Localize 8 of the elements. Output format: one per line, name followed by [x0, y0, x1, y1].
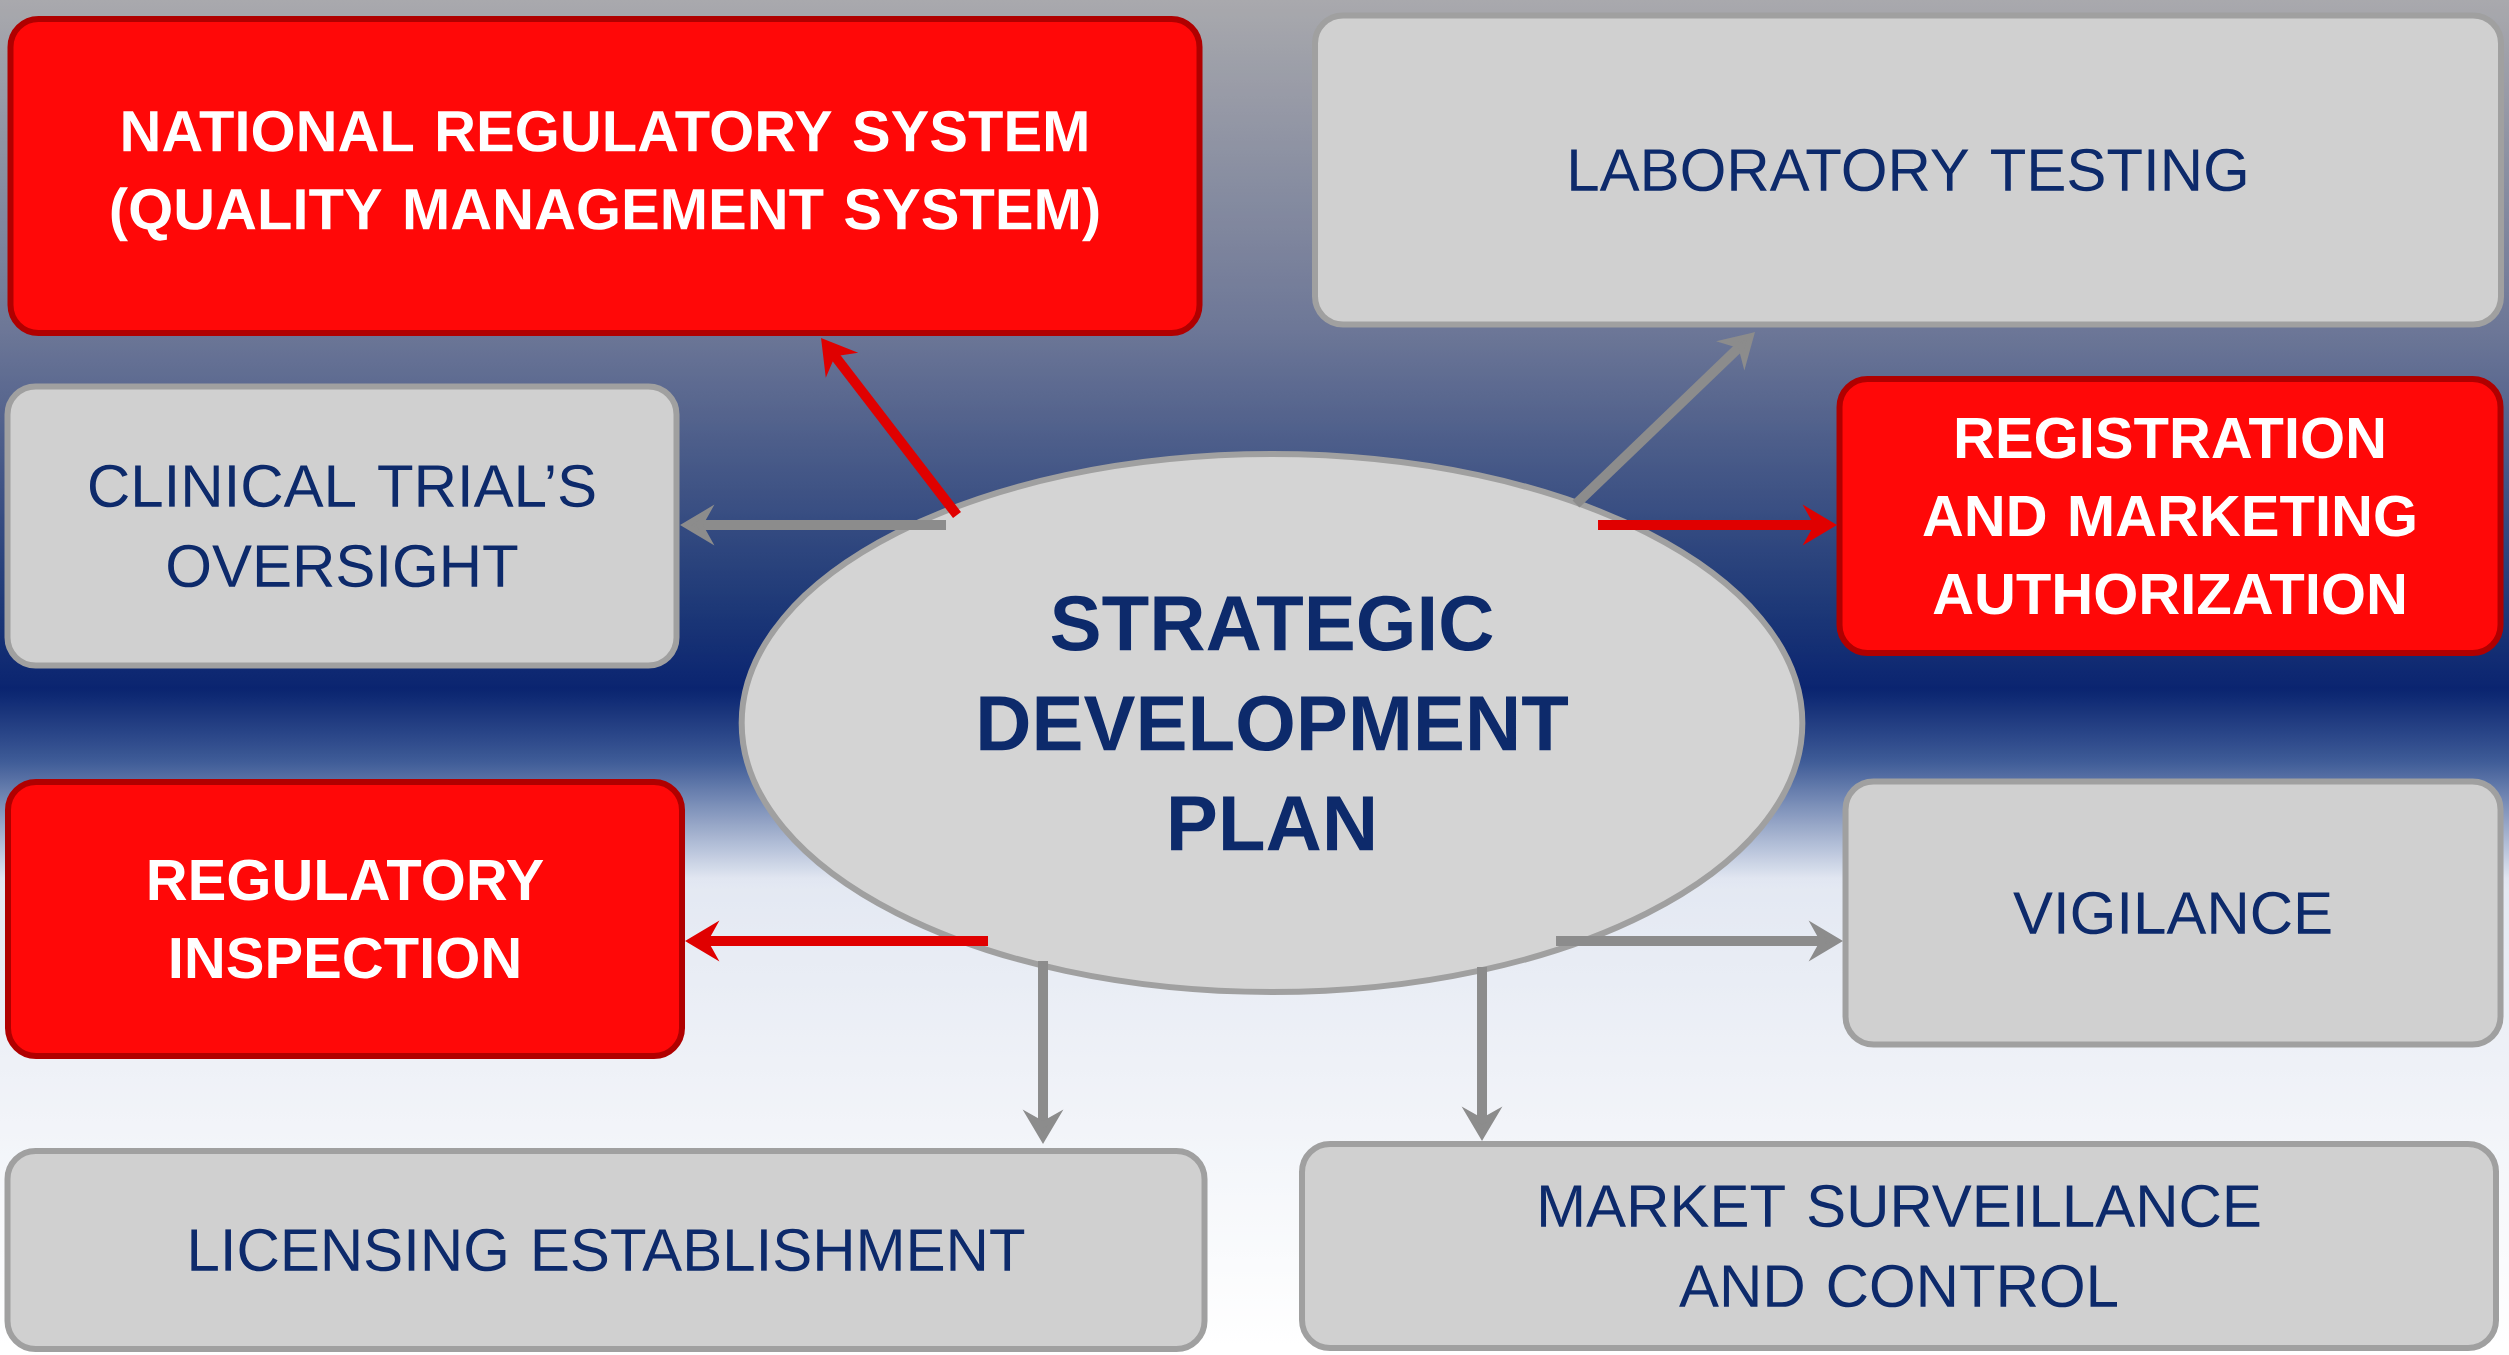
- process-box: REGISTRATION AND MARKETING AUTHORIZATION: [1836, 376, 2504, 656]
- process-box: LICENSING ESTABLISHMENT: [4, 1148, 1208, 1352]
- process-box: VIGILANCE: [1842, 778, 2504, 1048]
- process-box: CLINICAL TRIAL’S OVERSIGHT: [4, 383, 680, 669]
- process-box: MARKET SURVEILLANCE AND CONTROL: [1299, 1141, 2500, 1351]
- process-box: NATIONAL REGULATORY SYSTEM (QUALITY MANAGEMENT SYSTEM): [7, 16, 1203, 336]
- process-box: REGULATORY INSPECTION: [5, 779, 685, 1059]
- process-box: LABORATORY TESTING: [1312, 12, 2505, 328]
